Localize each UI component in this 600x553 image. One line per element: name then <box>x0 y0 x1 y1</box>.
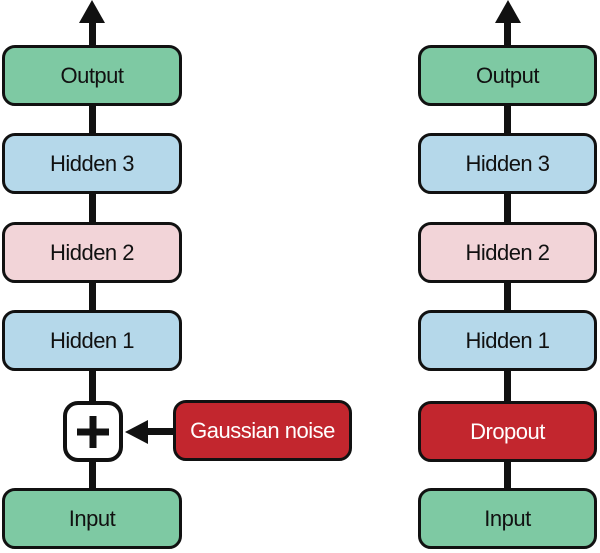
layer-hidden3: Hidden 3 <box>2 133 182 194</box>
layer-hidden2: Hidden 2 <box>418 222 597 283</box>
layer-input: Input <box>2 488 182 549</box>
gaussian-noise-box: Gaussian noise <box>173 400 352 461</box>
connector-line <box>504 191 511 225</box>
connector-line <box>504 368 511 404</box>
add-node: + <box>63 401 123 462</box>
connector-line <box>88 18 96 48</box>
layer-output: Output <box>418 45 597 106</box>
connector-line <box>504 103 511 136</box>
layer-hidden1: Hidden 1 <box>2 310 182 371</box>
layer-hidden1: Hidden 1 <box>418 310 597 371</box>
connector-line <box>88 459 96 492</box>
layer-hidden2: Hidden 2 <box>2 222 182 283</box>
arrowhead-up-icon <box>79 0 105 23</box>
plus-label: + <box>67 405 68 406</box>
layer-output: Output <box>2 45 182 106</box>
connector-line <box>146 428 176 435</box>
connector-line <box>504 459 511 492</box>
layer-input: Input <box>418 488 597 549</box>
connector-line <box>88 368 96 404</box>
arrowhead-left-icon <box>125 419 148 444</box>
connector-line <box>88 191 96 225</box>
arrowhead-up-icon <box>494 0 521 23</box>
layer-hidden3: Hidden 3 <box>418 133 597 194</box>
connector-line <box>88 280 96 313</box>
connector-line <box>504 18 511 48</box>
connector-line <box>504 280 511 313</box>
layer-dropout: Dropout <box>418 401 597 462</box>
plus-icon <box>77 428 109 435</box>
connector-line <box>88 103 96 136</box>
